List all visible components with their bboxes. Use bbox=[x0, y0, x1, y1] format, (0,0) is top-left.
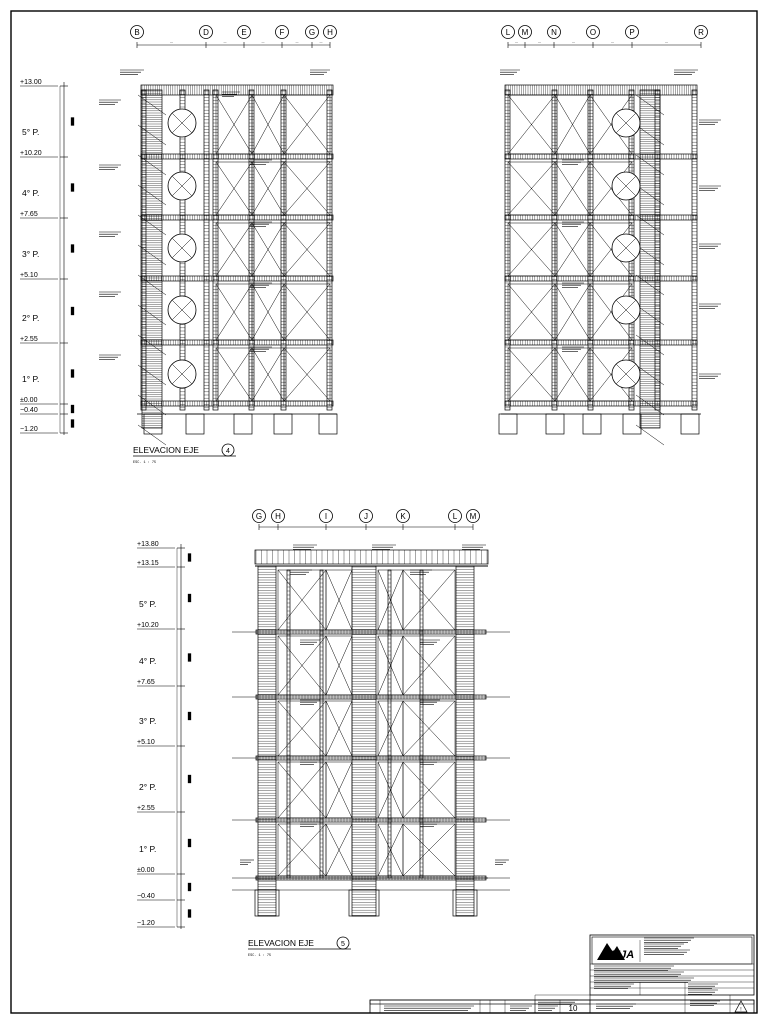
axis-dimension: — bbox=[665, 40, 668, 44]
axis-dimension: — bbox=[296, 40, 299, 44]
level-value: +13.80 bbox=[137, 541, 159, 548]
elevation-4-level-stack: +13.00 +10.20 5° P. +7.65 4° P. +5.10 3° P. +2.… bbox=[20, 79, 75, 435]
level-value: +5.10 bbox=[137, 739, 155, 746]
grid-axis-bubble: O bbox=[586, 25, 600, 39]
grid-axis-bubble: M bbox=[518, 25, 532, 39]
elevation-4-right-frame: L — M — N — O — P — R bbox=[498, 25, 721, 446]
level-value: +2.55 bbox=[20, 336, 38, 343]
axis-dimension: — bbox=[572, 40, 575, 44]
grid-axis-label: O bbox=[590, 28, 596, 37]
level-value: +10.20 bbox=[137, 622, 159, 629]
grid-axis-bubble: F bbox=[275, 25, 289, 39]
grid-axis-bubble: K bbox=[396, 509, 410, 523]
title-block: MJA ! 10 bbox=[369, 934, 755, 1014]
level-label: 4° P. bbox=[139, 656, 156, 666]
grid-axis-bubble: G bbox=[252, 509, 266, 523]
grid-axis-bubble: P bbox=[625, 25, 639, 39]
grid-axis-bubble: H bbox=[271, 509, 285, 523]
level-label: 3° P. bbox=[22, 249, 39, 259]
company-logo-text: MJA bbox=[611, 949, 634, 961]
level-value: +13.00 bbox=[20, 79, 42, 86]
grid-axis-bubble: L bbox=[448, 509, 462, 523]
level-value: −0.40 bbox=[137, 893, 155, 900]
level-value: −1.20 bbox=[137, 920, 155, 927]
level-label: 5° P. bbox=[22, 127, 39, 137]
elevation-4-title: ELEVACION EJE 4 ESC. 1 : 75 bbox=[133, 443, 236, 465]
grid-axis-label: R bbox=[698, 28, 704, 37]
elevation-4-axis-number: 4 bbox=[226, 448, 230, 455]
level-label: 2° P. bbox=[22, 313, 39, 323]
elevation-4-title-text: ELEVACION EJE bbox=[133, 445, 199, 455]
elevation-5-axis-number: 5 bbox=[341, 941, 345, 948]
grid-axis-label: E bbox=[241, 28, 246, 37]
grid-axis-label: F bbox=[280, 28, 285, 37]
axis-dimension: — bbox=[170, 40, 173, 44]
grid-axis-label: H bbox=[327, 28, 333, 37]
level-value: +5.10 bbox=[20, 272, 38, 279]
company-logo: MJA bbox=[597, 943, 634, 961]
grid-axis-bubble: N bbox=[547, 25, 561, 39]
grid-axis-bubble: E bbox=[237, 25, 251, 39]
grid-axis-bubble: H bbox=[323, 25, 337, 39]
grid-axis-label: N bbox=[551, 28, 557, 37]
grid-axis-label: M bbox=[470, 512, 477, 521]
level-value: +10.20 bbox=[20, 150, 42, 157]
elevation-5-frame: +13.80 +13.15 +10.20 5° P. +7.65 4° P. +5.10 3°… bbox=[137, 509, 510, 929]
level-value: +2.55 bbox=[137, 805, 155, 812]
level-label: 3° P. bbox=[139, 716, 156, 726]
grid-axis-label: B bbox=[134, 28, 139, 37]
grid-axis-label: D bbox=[203, 28, 209, 37]
elevation-4-left-frame: +13.00 +10.20 5° P. +7.65 4° P. +5.10 3° P. +2.… bbox=[20, 25, 338, 446]
grid-axis-label: L bbox=[506, 28, 511, 37]
title-block-rows bbox=[370, 937, 754, 1013]
grid-axis-label: K bbox=[400, 512, 406, 521]
sheet-number: 10 bbox=[569, 1004, 578, 1013]
axis-dimension: — bbox=[611, 40, 614, 44]
axis-dimension: — bbox=[262, 40, 265, 44]
level-label: 1° P. bbox=[22, 374, 39, 384]
axis-dimension: — bbox=[515, 40, 518, 44]
grid-axis-label: P bbox=[629, 28, 634, 37]
level-label: 4° P. bbox=[22, 188, 39, 198]
level-value: +13.15 bbox=[137, 560, 159, 567]
level-value: ±0.00 bbox=[20, 397, 38, 404]
axis-dimension: — bbox=[320, 40, 323, 44]
grid-axis-bubble: R bbox=[694, 25, 708, 39]
grid-axis-label: G bbox=[309, 28, 315, 37]
level-value: +7.65 bbox=[137, 679, 155, 686]
elevation-5-title-text: ELEVACION EJE bbox=[248, 938, 314, 948]
svg-text:ESC. 1 : 75: ESC. 1 : 75 bbox=[248, 954, 271, 958]
grid-axis-bubble: B bbox=[130, 25, 144, 39]
grid-axis-bubble: J bbox=[359, 509, 373, 523]
grid-axis-label: J bbox=[364, 512, 368, 521]
level-label: 2° P. bbox=[139, 782, 156, 792]
level-label: 1° P. bbox=[139, 844, 156, 854]
level-value: −0.40 bbox=[20, 407, 38, 414]
grid-axis-label: L bbox=[453, 512, 458, 521]
level-value: +7.65 bbox=[20, 211, 38, 218]
svg-text:!: ! bbox=[740, 1007, 741, 1013]
grid-axis-bubble: G bbox=[305, 25, 319, 39]
level-label: 5° P. bbox=[139, 599, 156, 609]
level-value: ±0.00 bbox=[137, 867, 155, 874]
grid-axis-bubble: M bbox=[466, 509, 480, 523]
level-value: −1.20 bbox=[20, 426, 38, 433]
axis-dimension: — bbox=[224, 40, 227, 44]
grid-axis-label: H bbox=[275, 512, 281, 521]
grid-axis-label: G bbox=[256, 512, 262, 521]
grid-axis-label: I bbox=[325, 512, 327, 521]
grid-axis-bubble: I bbox=[319, 509, 333, 523]
grid-axis-bubble: L bbox=[501, 25, 515, 39]
grid-axis-bubble: D bbox=[199, 25, 213, 39]
elevation-5-title: ELEVACION EJE 5 ESC. 1 : 75 bbox=[248, 936, 351, 958]
grid-axis-label: M bbox=[522, 28, 529, 37]
axis-dimension: — bbox=[538, 40, 541, 44]
svg-text:ESC. 1 : 75: ESC. 1 : 75 bbox=[133, 461, 156, 465]
elevation-5-level-stack: +13.80 +13.15 +10.20 5° P. +7.65 4° P. +5.10 3°… bbox=[137, 541, 192, 929]
